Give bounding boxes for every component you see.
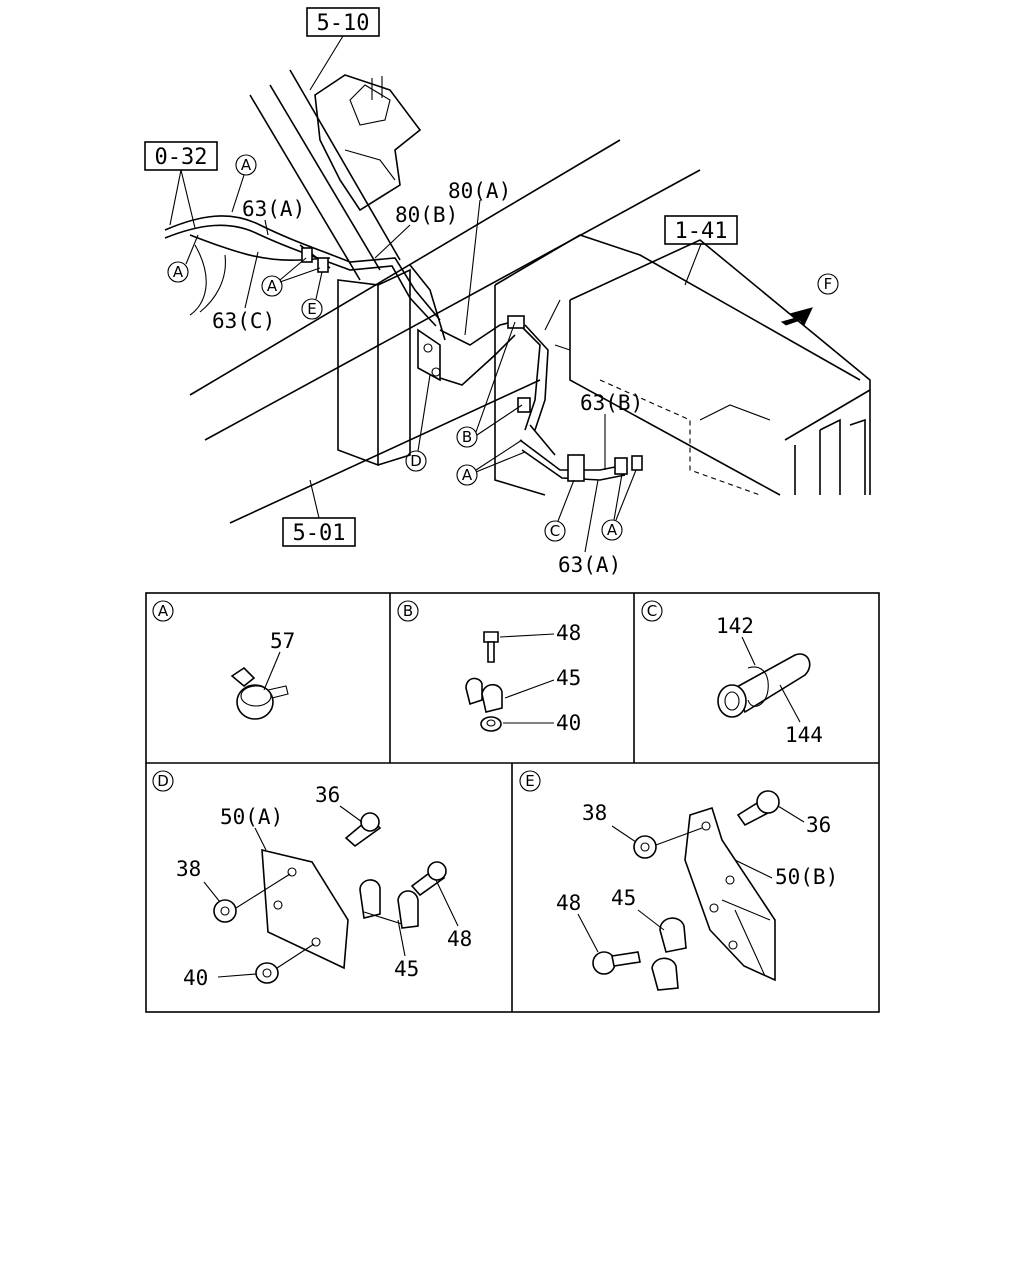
ref-boxes: 5-10 0-32 1-41 5-01 bbox=[144, 7, 738, 547]
detail-panel-c: C 142 144 bbox=[641, 600, 823, 747]
marker-f: F bbox=[824, 275, 833, 293]
ref-label-5-10: 5-10 bbox=[317, 11, 370, 36]
detail-b-part-45: 45 bbox=[556, 666, 581, 690]
tube-fitting-icon bbox=[717, 653, 811, 718]
hose-clamp-icon bbox=[230, 666, 289, 720]
marker-a-4: A bbox=[462, 466, 473, 484]
detail-grid bbox=[145, 592, 880, 1013]
main-part-labels: 80(A) 80(B) 63(A) 63(C) 63(B) 63(A) bbox=[212, 179, 643, 577]
marker-d: D bbox=[410, 452, 422, 470]
detail-d-part-48: 48 bbox=[447, 927, 472, 951]
detail-d-part-50a: 50(A) bbox=[220, 805, 283, 829]
detail-panel-d: D 36 50(A) 38 bbox=[152, 770, 472, 990]
detail-panel-a: A 57 bbox=[152, 600, 295, 720]
nut-icon bbox=[633, 835, 657, 859]
detail-d-part-38: 38 bbox=[176, 857, 201, 881]
detail-e-part-48: 48 bbox=[556, 891, 581, 915]
detail-e-part-38: 38 bbox=[582, 801, 607, 825]
clip-icon bbox=[651, 917, 687, 991]
detail-c-letter: C bbox=[647, 602, 657, 620]
marker-a-3: A bbox=[267, 277, 278, 295]
ref-label-1-41: 1-41 bbox=[675, 219, 728, 244]
detail-panel-e: E 38 36 50(B) 48 bbox=[519, 770, 838, 991]
label-63c: 63(C) bbox=[212, 309, 275, 333]
clip-icon bbox=[359, 879, 419, 929]
ref-label-0-32: 0-32 bbox=[155, 145, 208, 170]
marker-a-5: A bbox=[607, 521, 618, 539]
label-80b: 80(B) bbox=[395, 203, 458, 227]
detail-e-letter: E bbox=[525, 772, 534, 790]
detail-b-letter: B bbox=[403, 602, 413, 620]
detail-c-part-144: 144 bbox=[785, 723, 823, 747]
ref-label-5-01: 5-01 bbox=[293, 521, 346, 546]
detail-c-part-142: 142 bbox=[716, 614, 754, 638]
detail-a-letter: A bbox=[158, 602, 169, 620]
main-assembly bbox=[164, 69, 871, 524]
bolt-icon bbox=[410, 861, 447, 897]
detail-e-part-50b: 50(B) bbox=[775, 865, 838, 889]
detail-d-letter: D bbox=[157, 772, 169, 790]
detail-e-part-45: 45 bbox=[611, 886, 636, 910]
detail-b-part-40: 40 bbox=[556, 711, 581, 735]
detail-e-part-36: 36 bbox=[806, 813, 831, 837]
nut-icon bbox=[255, 962, 279, 984]
marker-e: E bbox=[307, 300, 316, 318]
bracket-plate-icon bbox=[261, 848, 349, 970]
detail-d-part-40: 40 bbox=[183, 966, 208, 990]
marker-c: C bbox=[550, 522, 560, 540]
label-63a-bottom: 63(A) bbox=[558, 553, 621, 577]
nut-icon bbox=[213, 899, 237, 923]
bolt-icon bbox=[344, 812, 382, 848]
detail-b-part-48: 48 bbox=[556, 621, 581, 645]
bracket-plate-icon bbox=[684, 806, 776, 982]
detail-a-part-57: 57 bbox=[270, 629, 295, 653]
label-63a-top: 63(A) bbox=[242, 197, 305, 221]
view-arrow-icon bbox=[780, 307, 813, 326]
marker-b: B bbox=[462, 428, 472, 446]
bolt-icon bbox=[736, 790, 780, 827]
bolt-icon bbox=[483, 631, 499, 663]
marker-a-2: A bbox=[173, 263, 184, 281]
main-markers: A A A E D B A C A F bbox=[167, 154, 839, 542]
detail-d-part-45: 45 bbox=[394, 957, 419, 981]
label-63b: 63(B) bbox=[580, 391, 643, 415]
label-80a: 80(A) bbox=[448, 179, 511, 203]
detail-panel-b: B 48 45 40 bbox=[397, 600, 581, 735]
detail-d-part-36: 36 bbox=[315, 783, 340, 807]
bolt-icon bbox=[592, 951, 641, 975]
nut-icon bbox=[480, 716, 502, 732]
clip-icon bbox=[465, 677, 503, 713]
marker-a-1: A bbox=[241, 156, 252, 174]
